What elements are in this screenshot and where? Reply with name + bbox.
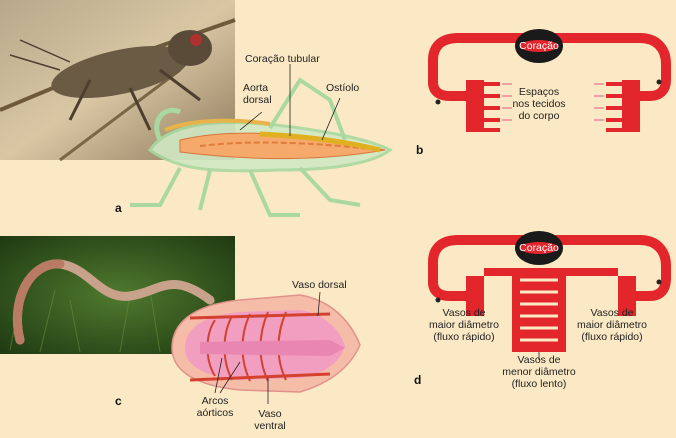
heart-label-d: Coração — [519, 242, 559, 254]
label-left-1: Vasos de — [442, 307, 486, 319]
label-right-2: maior diâmetro — [576, 319, 648, 331]
grasshopper-photo — [0, 0, 236, 162]
panel-letter-b: b — [416, 143, 424, 157]
label-right-1: Vasos de — [590, 307, 634, 319]
panel-letter-a: a — [115, 201, 122, 215]
closed-circulation-diagram — [428, 231, 671, 360]
label-aorta-2: dorsal — [243, 94, 272, 106]
label-center-1: Vasos de — [517, 354, 561, 366]
label-vaso-dorsal: Vaso dorsal — [292, 279, 347, 291]
label-center-3: (fluxo lento) — [511, 378, 567, 390]
label-left-3: (fluxo rápido) — [433, 331, 495, 343]
label-espacos-1: Espaços — [518, 86, 560, 98]
panel-letter-d: d — [414, 373, 422, 387]
label-left-2: maior diâmetro — [428, 319, 500, 331]
label-espacos-2: nos tecidos — [512, 98, 566, 110]
right-tissue-vessels — [622, 80, 640, 132]
label-vaso-ventral-2: ventral — [254, 420, 286, 432]
earthworm-section-diagram — [171, 291, 361, 404]
label-right-3: (fluxo rápido) — [581, 331, 643, 343]
label-coracao-tubular: Coração tubular — [245, 53, 320, 65]
heart-label-b: Coração — [519, 40, 559, 52]
label-espacos-3: do corpo — [518, 110, 560, 122]
label-aorta-1: Aorta — [243, 82, 269, 94]
label-vaso-ventral-1: Vaso — [258, 408, 282, 420]
panel-letter-c: c — [115, 394, 122, 408]
grasshopper-outline-diagram — [130, 64, 393, 217]
left-tissue-vessels — [466, 80, 484, 132]
label-arcos-1: Arcos — [201, 395, 229, 407]
capillary-bed — [512, 268, 566, 352]
label-arcos-2: aórticos — [196, 407, 234, 419]
label-ostiolo: Ostíolo — [326, 82, 360, 94]
open-circulation-diagram — [428, 29, 671, 132]
label-center-2: menor diâmetro — [502, 366, 576, 378]
earthworm-photo — [0, 236, 235, 354]
